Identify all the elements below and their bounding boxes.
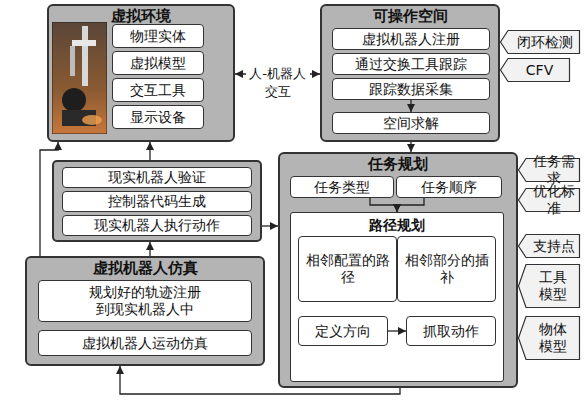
process-box: 相邻配置的路径: [298, 236, 397, 302]
box-text: 虚拟机器人注册: [362, 31, 460, 48]
group-box: 现实机器人验证控制器代码生成现实机器人执行动作: [52, 160, 262, 242]
tag-shape: [501, 31, 580, 54]
robot-base: [62, 88, 86, 112]
process-box: 抓取动作: [406, 316, 496, 346]
photo-frame: [52, 22, 107, 134]
input-tag: 工具模型: [518, 264, 580, 308]
input-tag: 闭环检测: [500, 30, 580, 54]
tag-text: 优化标准: [518, 183, 580, 217]
group-title: 虚拟机器人仿真: [27, 259, 263, 278]
flow-arrow: [149, 142, 150, 160]
process-box: 任务顺序: [396, 176, 502, 198]
flow-arrow: [149, 242, 150, 256]
process-box: 通过交换工具跟踪: [332, 53, 490, 75]
tag-text: 支持点: [524, 238, 575, 255]
group-title: 可操作空间: [322, 7, 498, 26]
group-title: 任务规划: [280, 155, 516, 174]
process-box: 相邻部分的插补: [397, 236, 496, 302]
robot-photo: [52, 22, 107, 134]
box-text: 任务类型: [314, 179, 370, 196]
box-text: 规划好的轨迹注册 到现实机器人中: [86, 284, 205, 318]
process-box: 虚拟机器人运动仿真: [38, 330, 252, 356]
box-text: 相邻部分的插补: [398, 252, 495, 286]
tag-text: 工具模型: [539, 269, 567, 303]
item-box: 物理实体: [112, 24, 204, 48]
group-box: 虚拟机器人仿真规划好的轨迹注册 到现实机器人中虚拟机器人运动仿真: [25, 256, 265, 366]
tag-text: CFV: [517, 62, 553, 79]
box-text: 相邻配置的路径: [299, 252, 396, 286]
tag-shape: [519, 317, 580, 360]
process-box: 跟踪数据采集: [332, 78, 490, 100]
input-tag: 优化标准: [518, 188, 580, 212]
flow-arrow: [262, 225, 278, 226]
process-box: 虚拟机器人注册: [332, 28, 490, 50]
process-box: 定义方向: [298, 316, 388, 346]
process-box: 任务类型: [290, 176, 394, 198]
item-box: 虚拟模型: [112, 51, 204, 75]
tag-text: 物体模型: [539, 321, 567, 355]
box-text: 通过交换工具跟踪: [355, 56, 467, 73]
tag-text: 任务需求: [518, 153, 580, 187]
tag-shape: [501, 59, 570, 82]
process-box: 现实机器人验证: [62, 167, 252, 188]
group-box: 任务规划任务类型 任务顺序路径规划相邻配置的路径相邻部分的插补定义方向 抓取动作: [278, 152, 518, 388]
tag-shape: [519, 235, 580, 258]
box-text: 虚拟模型: [130, 55, 186, 72]
box-text: 任务顺序: [421, 179, 477, 196]
box-text: 虚拟机器人运动仿真: [82, 335, 208, 352]
box-text: 现实机器人验证: [108, 169, 206, 186]
flow-arrow: [410, 142, 411, 152]
robot-column: [82, 26, 88, 86]
item-box: 交互工具: [112, 78, 204, 102]
item-box: 显示设备: [112, 105, 204, 129]
process-box: 现实机器人执行动作: [62, 215, 252, 236]
process-box: 空间求解: [332, 112, 490, 134]
box-text: 控制器代码生成: [108, 193, 206, 210]
tag-text: 闭环检测: [508, 34, 573, 51]
input-tag: 任务需求: [518, 158, 580, 182]
box-text: 物理实体: [130, 28, 186, 45]
robot-arm: [72, 40, 96, 46]
box-text: 抓取动作: [423, 323, 479, 340]
box-text: 定义方向: [315, 323, 371, 340]
box-text: 交互工具: [130, 82, 186, 99]
light-reflection: [82, 115, 102, 125]
box-text: 现实机器人执行动作: [94, 217, 220, 234]
process-box: 规划好的轨迹注册 到现实机器人中: [38, 280, 252, 322]
box-text: 显示设备: [130, 109, 186, 126]
process-box: 控制器代码生成: [62, 191, 252, 212]
input-tag: 物体模型: [518, 316, 580, 360]
input-tag: 支持点: [518, 234, 580, 258]
box-text: 跟踪数据采集: [369, 81, 453, 98]
panel-box: 路径规划相邻配置的路径相邻部分的插补定义方向 抓取动作: [290, 212, 504, 382]
box-text: 空间求解: [383, 115, 439, 132]
input-tag: CFV: [500, 58, 570, 82]
tag-shape: [519, 265, 580, 308]
edge-label: 人-机器人 交互: [246, 65, 310, 101]
group-box: 可操作空间虚拟机器人注册通过交换工具跟踪跟踪数据采集空间求解: [320, 4, 500, 142]
robot-forearm: [70, 46, 75, 76]
group-title: 路径规划: [291, 216, 503, 235]
